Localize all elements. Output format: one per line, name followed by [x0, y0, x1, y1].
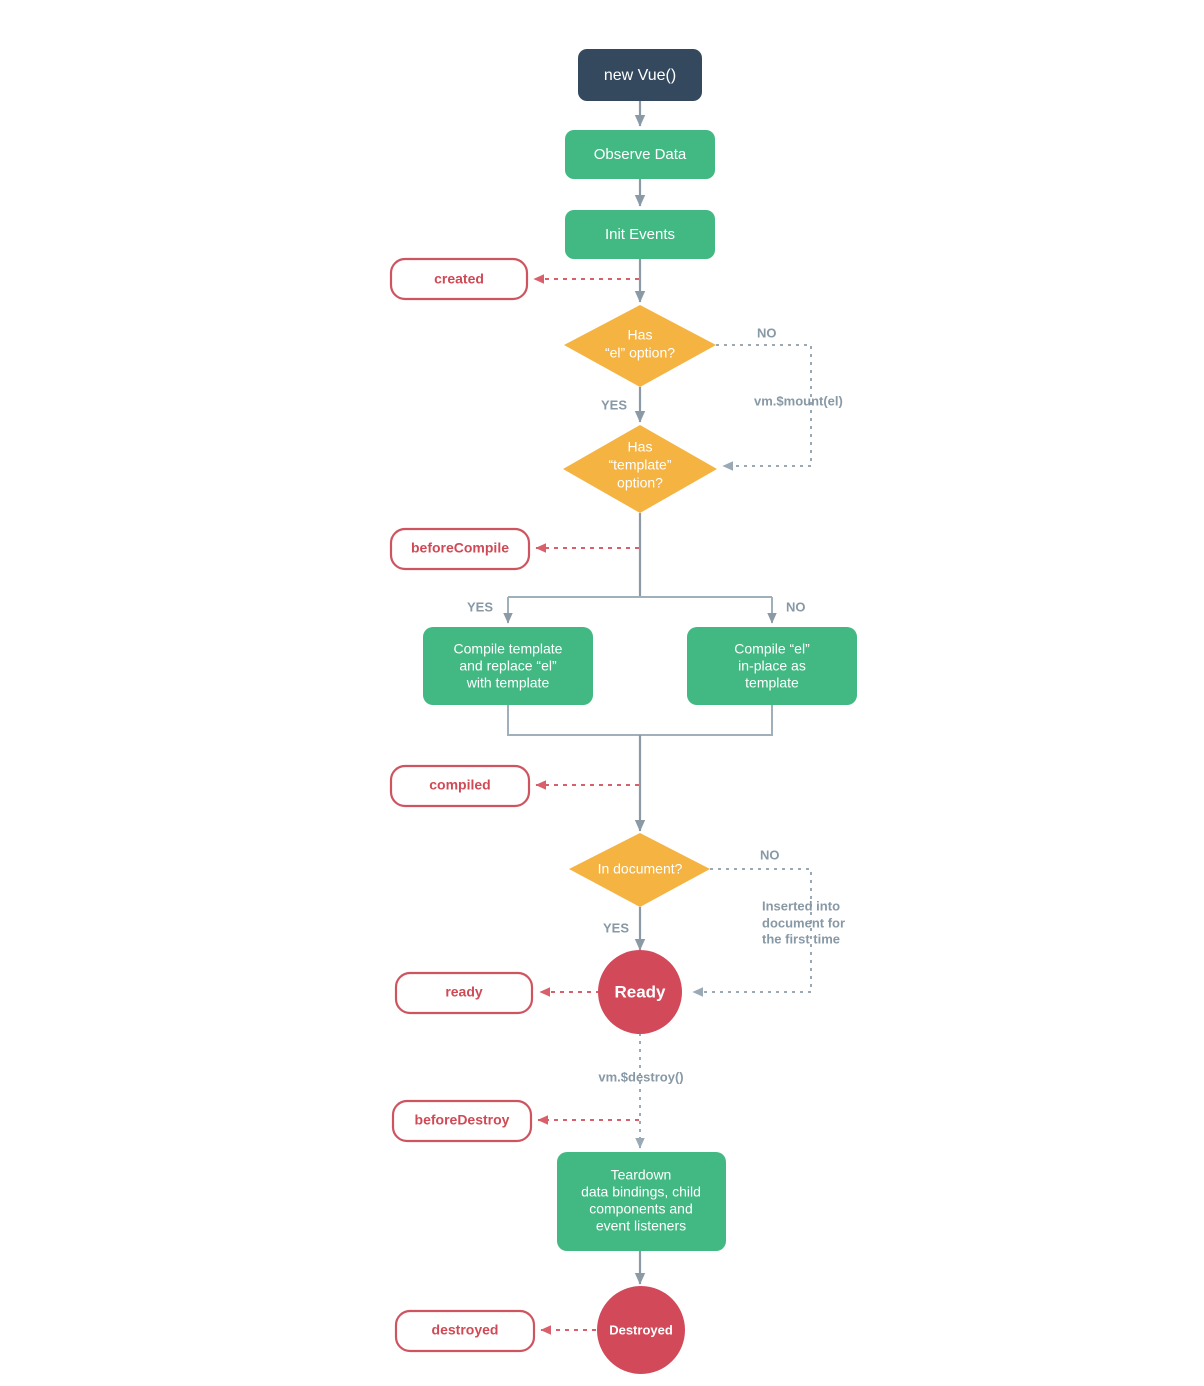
node-teardown-shape: [557, 1152, 726, 1251]
hook-compiled-label: compiled: [429, 777, 490, 793]
hook-before-compile-shape: [389, 527, 531, 571]
node-has-template-option[interactable]: Has “template” option?: [563, 425, 717, 513]
hook-ready-shape: [394, 971, 534, 1015]
hook-destroyed[interactable]: destroyed: [394, 1309, 536, 1353]
node-init-events-label: Init Events: [605, 226, 675, 243]
node-compile-el[interactable]: Compile “el” in-place as template: [687, 627, 857, 705]
node-teardown[interactable]: Teardown data bindings, child components…: [557, 1152, 726, 1251]
node-ready[interactable]: Ready: [598, 950, 682, 1034]
node-destroyed-label: Destroyed: [609, 1322, 673, 1337]
edge-label-in-document-yes: YES: [603, 920, 629, 935]
hook-created-shape: [389, 257, 529, 301]
hook-ready-label: ready: [445, 984, 483, 1000]
hook-before-destroy[interactable]: beforeDestroy: [391, 1099, 533, 1143]
hook-compiled-shape: [389, 764, 531, 808]
node-has-template-option-label-line-3: option?: [617, 475, 663, 491]
node-has-el-option-label-line-1: Has: [628, 327, 653, 343]
node-new-vue-shape: [578, 49, 702, 101]
node-new-vue-label: new Vue(): [604, 67, 676, 84]
node-has-template-option-shape: [563, 425, 717, 513]
edge-label-inserted-3: the first time: [762, 931, 840, 946]
node-teardown-label-line-2: data bindings, child: [581, 1184, 701, 1200]
node-teardown-label-line-4: event listeners: [596, 1218, 686, 1234]
edge-label-template-yes: YES: [467, 599, 493, 614]
edge-label-mount-el: vm.$mount(el): [754, 393, 843, 408]
hook-destroyed-label: destroyed: [432, 1322, 499, 1338]
hook-destroyed-shape: [394, 1309, 536, 1353]
node-init-events[interactable]: Init Events: [565, 210, 715, 259]
node-observe-data-shape: [565, 130, 715, 179]
node-teardown-label-line-3: components and: [589, 1201, 693, 1217]
node-init-events-shape: [565, 210, 715, 259]
node-compile-template-label-line-2: and replace “el”: [459, 658, 557, 674]
edge-label-in-document-no: NO: [760, 847, 780, 862]
hook-before-compile[interactable]: beforeCompile: [389, 527, 531, 571]
node-has-el-option[interactable]: Has “el” option?: [564, 305, 716, 387]
node-has-template-option-label-line-2: “template”: [608, 457, 671, 473]
node-new-vue[interactable]: new Vue(): [578, 49, 702, 101]
hook-before-destroy-shape: [391, 1099, 533, 1143]
node-observe-data-label: Observe Data: [594, 146, 687, 163]
node-compile-template-label-line-1: Compile template: [454, 641, 563, 657]
node-compile-el-label-line-1: Compile “el”: [734, 641, 810, 657]
edge-in-document-no-to-ready: [692, 868, 812, 997]
node-compile-template[interactable]: Compile template and replace “el” with t…: [423, 627, 593, 705]
hook-before-destroy-label: beforeDestroy: [415, 1112, 510, 1128]
node-ready-shape: [598, 950, 682, 1034]
node-in-document-label: In document?: [598, 861, 683, 877]
node-teardown-label-line-1: Teardown: [611, 1167, 672, 1183]
edge-label-has-el-yes: YES: [601, 397, 627, 412]
node-compile-template-shape: [423, 627, 593, 705]
edge-label-has-el-no: NO: [757, 325, 777, 340]
node-observe-data[interactable]: Observe Data: [565, 130, 715, 179]
node-ready-label: Ready: [614, 982, 666, 1001]
edge-label-inserted-2: document for: [762, 915, 845, 930]
node-compile-el-label-line-3: template: [745, 675, 799, 691]
node-in-document-shape: [569, 833, 710, 907]
hook-before-compile-label: beforeCompile: [411, 540, 509, 556]
node-destroyed-shape: [597, 1286, 685, 1374]
node-compile-template-label-line-3: with template: [466, 675, 550, 691]
edge-label-inserted-1: Inserted into: [762, 898, 840, 913]
hook-created[interactable]: created: [389, 257, 529, 301]
node-destroyed[interactable]: Destroyed: [597, 1286, 685, 1374]
edge-label-destroy-call: vm.$destroy(): [598, 1069, 683, 1084]
node-compile-el-label-line-2: in-place as: [738, 658, 806, 674]
node-compile-el-shape: [687, 627, 857, 705]
node-has-el-option-shape: [564, 305, 716, 387]
node-has-template-option-label-line-1: Has: [628, 439, 653, 455]
edge-label-template-no: NO: [786, 599, 806, 614]
node-has-el-option-label-line-2: “el” option?: [605, 345, 675, 361]
node-in-document[interactable]: In document?: [569, 833, 710, 907]
hook-compiled[interactable]: compiled: [389, 764, 531, 808]
hook-ready[interactable]: ready: [394, 971, 534, 1015]
edge-compile-merge-bar: [507, 705, 773, 736]
hook-created-label: created: [434, 271, 484, 287]
